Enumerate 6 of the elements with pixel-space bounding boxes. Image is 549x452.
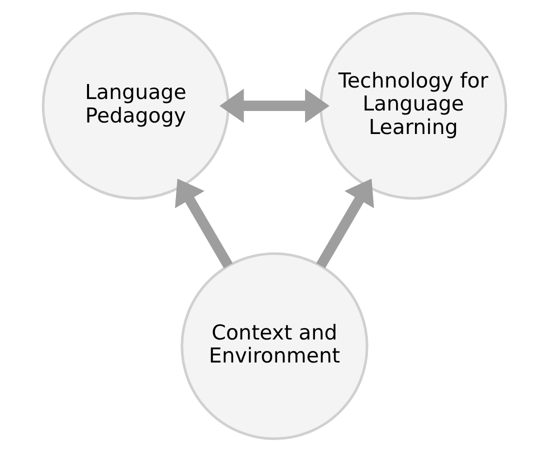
arrow [316, 178, 374, 268]
node-circle: Context and Environment [180, 252, 368, 440]
node-circle: Technology for Language Learning [319, 12, 508, 200]
arrow [219, 88, 330, 123]
node-circle: Language Pedagogy [42, 12, 230, 200]
arrow [174, 178, 233, 268]
